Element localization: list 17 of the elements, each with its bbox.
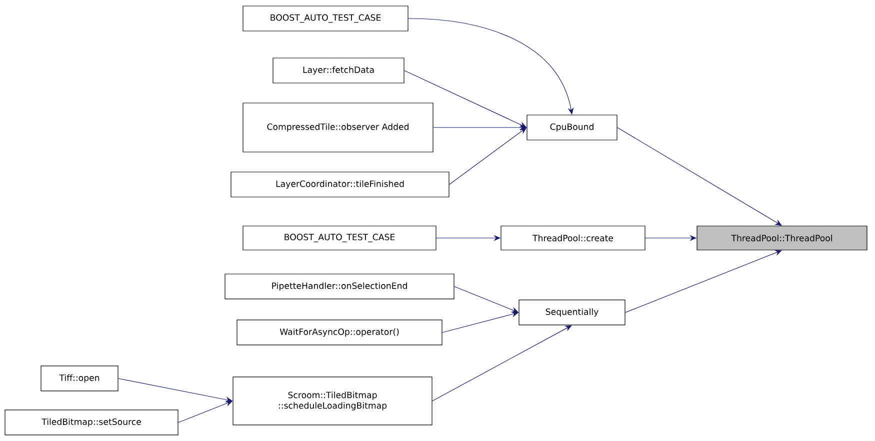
function-box: BOOST_AUTO_TEST_CASE: [242, 226, 436, 250]
function-box: Layer::fetchData: [272, 58, 404, 84]
function-box: LayerCoordinator::tileFinished: [230, 172, 450, 198]
function-box: TiledBitmap::setSource: [4, 410, 178, 436]
function-box: ThreadPool::create: [500, 226, 646, 250]
function-box: ThreadPool::ThreadPool: [696, 226, 868, 250]
function-box: PipetteHandler::onSelectionEnd: [224, 274, 454, 300]
arrow: [432, 325, 572, 402]
arrow: [617, 127, 782, 226]
function-box: Tiff::open: [40, 366, 118, 392]
function-box: Sequentially: [518, 300, 626, 326]
function-box: BOOST_AUTO_TEST_CASE: [242, 6, 408, 32]
arrow: [625, 250, 782, 313]
function-box: CpuBound: [526, 114, 618, 140]
function-box: CompressedTile::observer Added: [242, 102, 434, 152]
function-box: Scroom::TiledBitmap ::scheduleLoadingBitmap: [232, 376, 432, 426]
function-box: WaitForAsyncOp::operator(): [236, 320, 442, 346]
